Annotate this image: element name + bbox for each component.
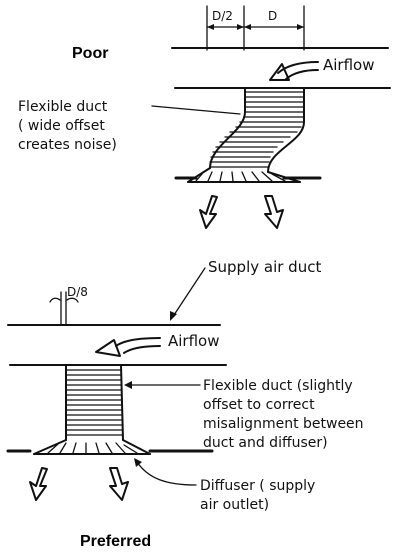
top-duct-label-line2: ( wide offset: [18, 118, 105, 134]
dim-arrowhead: [207, 24, 214, 30]
supply-duct-leader: [171, 267, 206, 319]
bottom-discharge-arrow-right: [109, 467, 129, 501]
bottom-duct-label-line2: offset to correct: [203, 397, 315, 413]
bottom-airflow-label: Airflow: [168, 332, 220, 350]
bottom-duct-label-line3: misalignment between: [203, 416, 364, 432]
dim-half-label: D/2: [212, 9, 233, 23]
supply-duct-leader-arrowhead: [170, 311, 177, 321]
top-duct-leader: [151, 105, 241, 115]
bottom-duct-label-line1: Flexible duct (slightly: [203, 378, 353, 394]
top-duct-label-line1: Flexible duct: [18, 99, 108, 115]
bottom-airflow-arrowhead: [95, 339, 121, 357]
bottom-duct-leader-arrowhead: [124, 381, 132, 389]
airflow-arrow: [277, 61, 319, 74]
top-diagram: Poor D/2 D Airflow: [18, 5, 391, 229]
bottom-title: Preferred: [80, 533, 151, 550]
dim-arrowhead: [297, 24, 304, 30]
bottom-airflow-arrow: [115, 337, 161, 347]
bottom-diffuser: [33, 439, 151, 455]
top-duct-label-line3: creates noise): [18, 137, 117, 153]
diffuser-label-line2: air outlet): [200, 497, 269, 513]
top-discharge-arrow-right: [264, 195, 284, 229]
dim-eighth-label: D/8: [67, 285, 88, 299]
bottom-duct-label-line4: duct and diffuser): [203, 435, 328, 451]
diffuser-leader-arrowhead: [134, 458, 142, 467]
airflow-arrowhead: [269, 63, 290, 81]
dim-full-label: D: [268, 9, 277, 23]
diffuser-leader: [136, 461, 197, 486]
dim-arrowhead: [237, 24, 244, 30]
top-title: Poor: [72, 45, 108, 62]
diffuser-label-line1: Diffuser ( supply: [200, 478, 315, 494]
bottom-flexible-duct: [65, 364, 124, 441]
supply-duct-label: Supply air duct: [208, 258, 321, 276]
dim-arrowhead: [244, 24, 251, 30]
top-discharge-arrow-left: [199, 195, 218, 229]
bottom-diagram: Supply air duct D/8 Airflow: [6, 258, 364, 550]
top-airflow-label: Airflow: [323, 56, 375, 74]
top-flexible-duct: [209, 87, 305, 173]
bottom-discharge-arrow-left: [29, 467, 48, 501]
